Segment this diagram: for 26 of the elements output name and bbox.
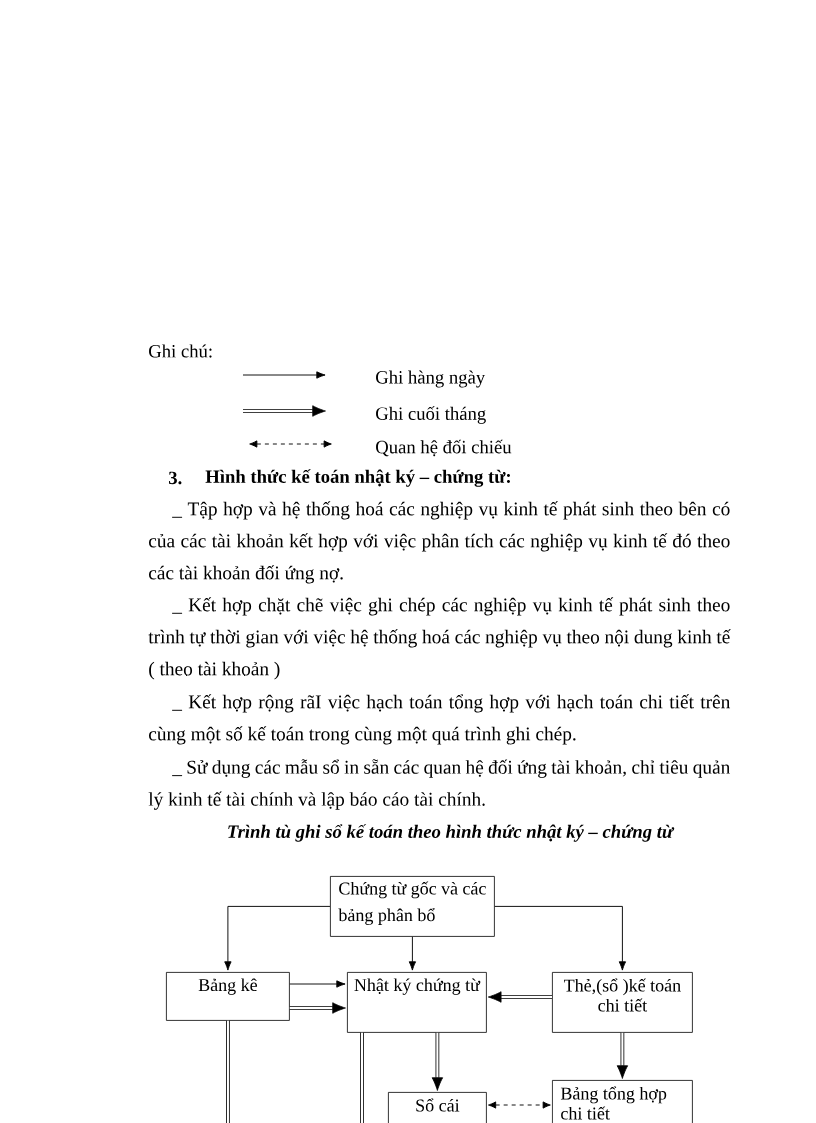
arrow	[487, 991, 552, 1003]
arrow	[488, 1101, 551, 1109]
paragraph: _ Kết hợp rộng rãI việc hạch toán tổng hợp với hạch toán chi tiết trên cùng một số kế toán trong cùng một quá trình ghi chép.	[149, 694, 731, 745]
arrow	[224, 905, 331, 971]
arrow	[408, 936, 417, 971]
process-box: Nhật ký chứng từ	[347, 972, 487, 1033]
arrow	[616, 1032, 629, 1079]
paragraph: _ Sử dụng các mẫu sổ in sẵn các quan hệ đối ứng tài khoản, chỉ tiêu quản lý kinh tế tài chính và lập báo cáo tài chính.	[148, 759, 730, 810]
arrow	[431, 1032, 444, 1091]
legend-text: Ghi hàng ngày	[376, 370, 486, 388]
legend-text: Ghi cuối tháng	[376, 406, 486, 424]
process-box: Sổ cái	[388, 1092, 487, 1123]
legend-text: Quan hệ đối chiếu	[376, 439, 512, 457]
process-box: Bảng kê	[166, 972, 290, 1021]
arrow	[289, 980, 346, 988]
arrow	[494, 905, 627, 971]
section-heading: Hình thức kế toán nhật ký – chứng từ:	[205, 469, 510, 487]
note-heading: Ghi chú:	[149, 344, 212, 358]
process-box: Thẻ,(sổ )kế toán chi tiết	[552, 972, 693, 1033]
paragraph: _ Tập hợp và hệ thống hoá các nghiệp vụ kinh tế phát sinh theo bên có của các tài khoản kết hợp với việc phân tích các nghiệp vụ kinh tế đó theo các tài khoản đối ứng nợ.	[149, 501, 730, 584]
process-box: Bảng tổng hợp chi tiết	[552, 1080, 693, 1123]
diagram-title: Trình tù ghi sổ kế toán theo hình thức nhật ký – chứng từ	[228, 824, 675, 842]
arrow	[289, 1002, 346, 1014]
process-box: Chứng từ gốc và các bảng phân bổ	[330, 876, 495, 937]
paragraph: _ Kết hợp chặt chẽ việc ghi chép các nghiệp vụ kinh tế phát sinh theo trình tự thời gian với việc hệ thống hoá các nghiệp vụ theo nội dung kinh tế ( theo tài khoản )	[148, 597, 731, 680]
section-number: 3.	[169, 471, 182, 485]
